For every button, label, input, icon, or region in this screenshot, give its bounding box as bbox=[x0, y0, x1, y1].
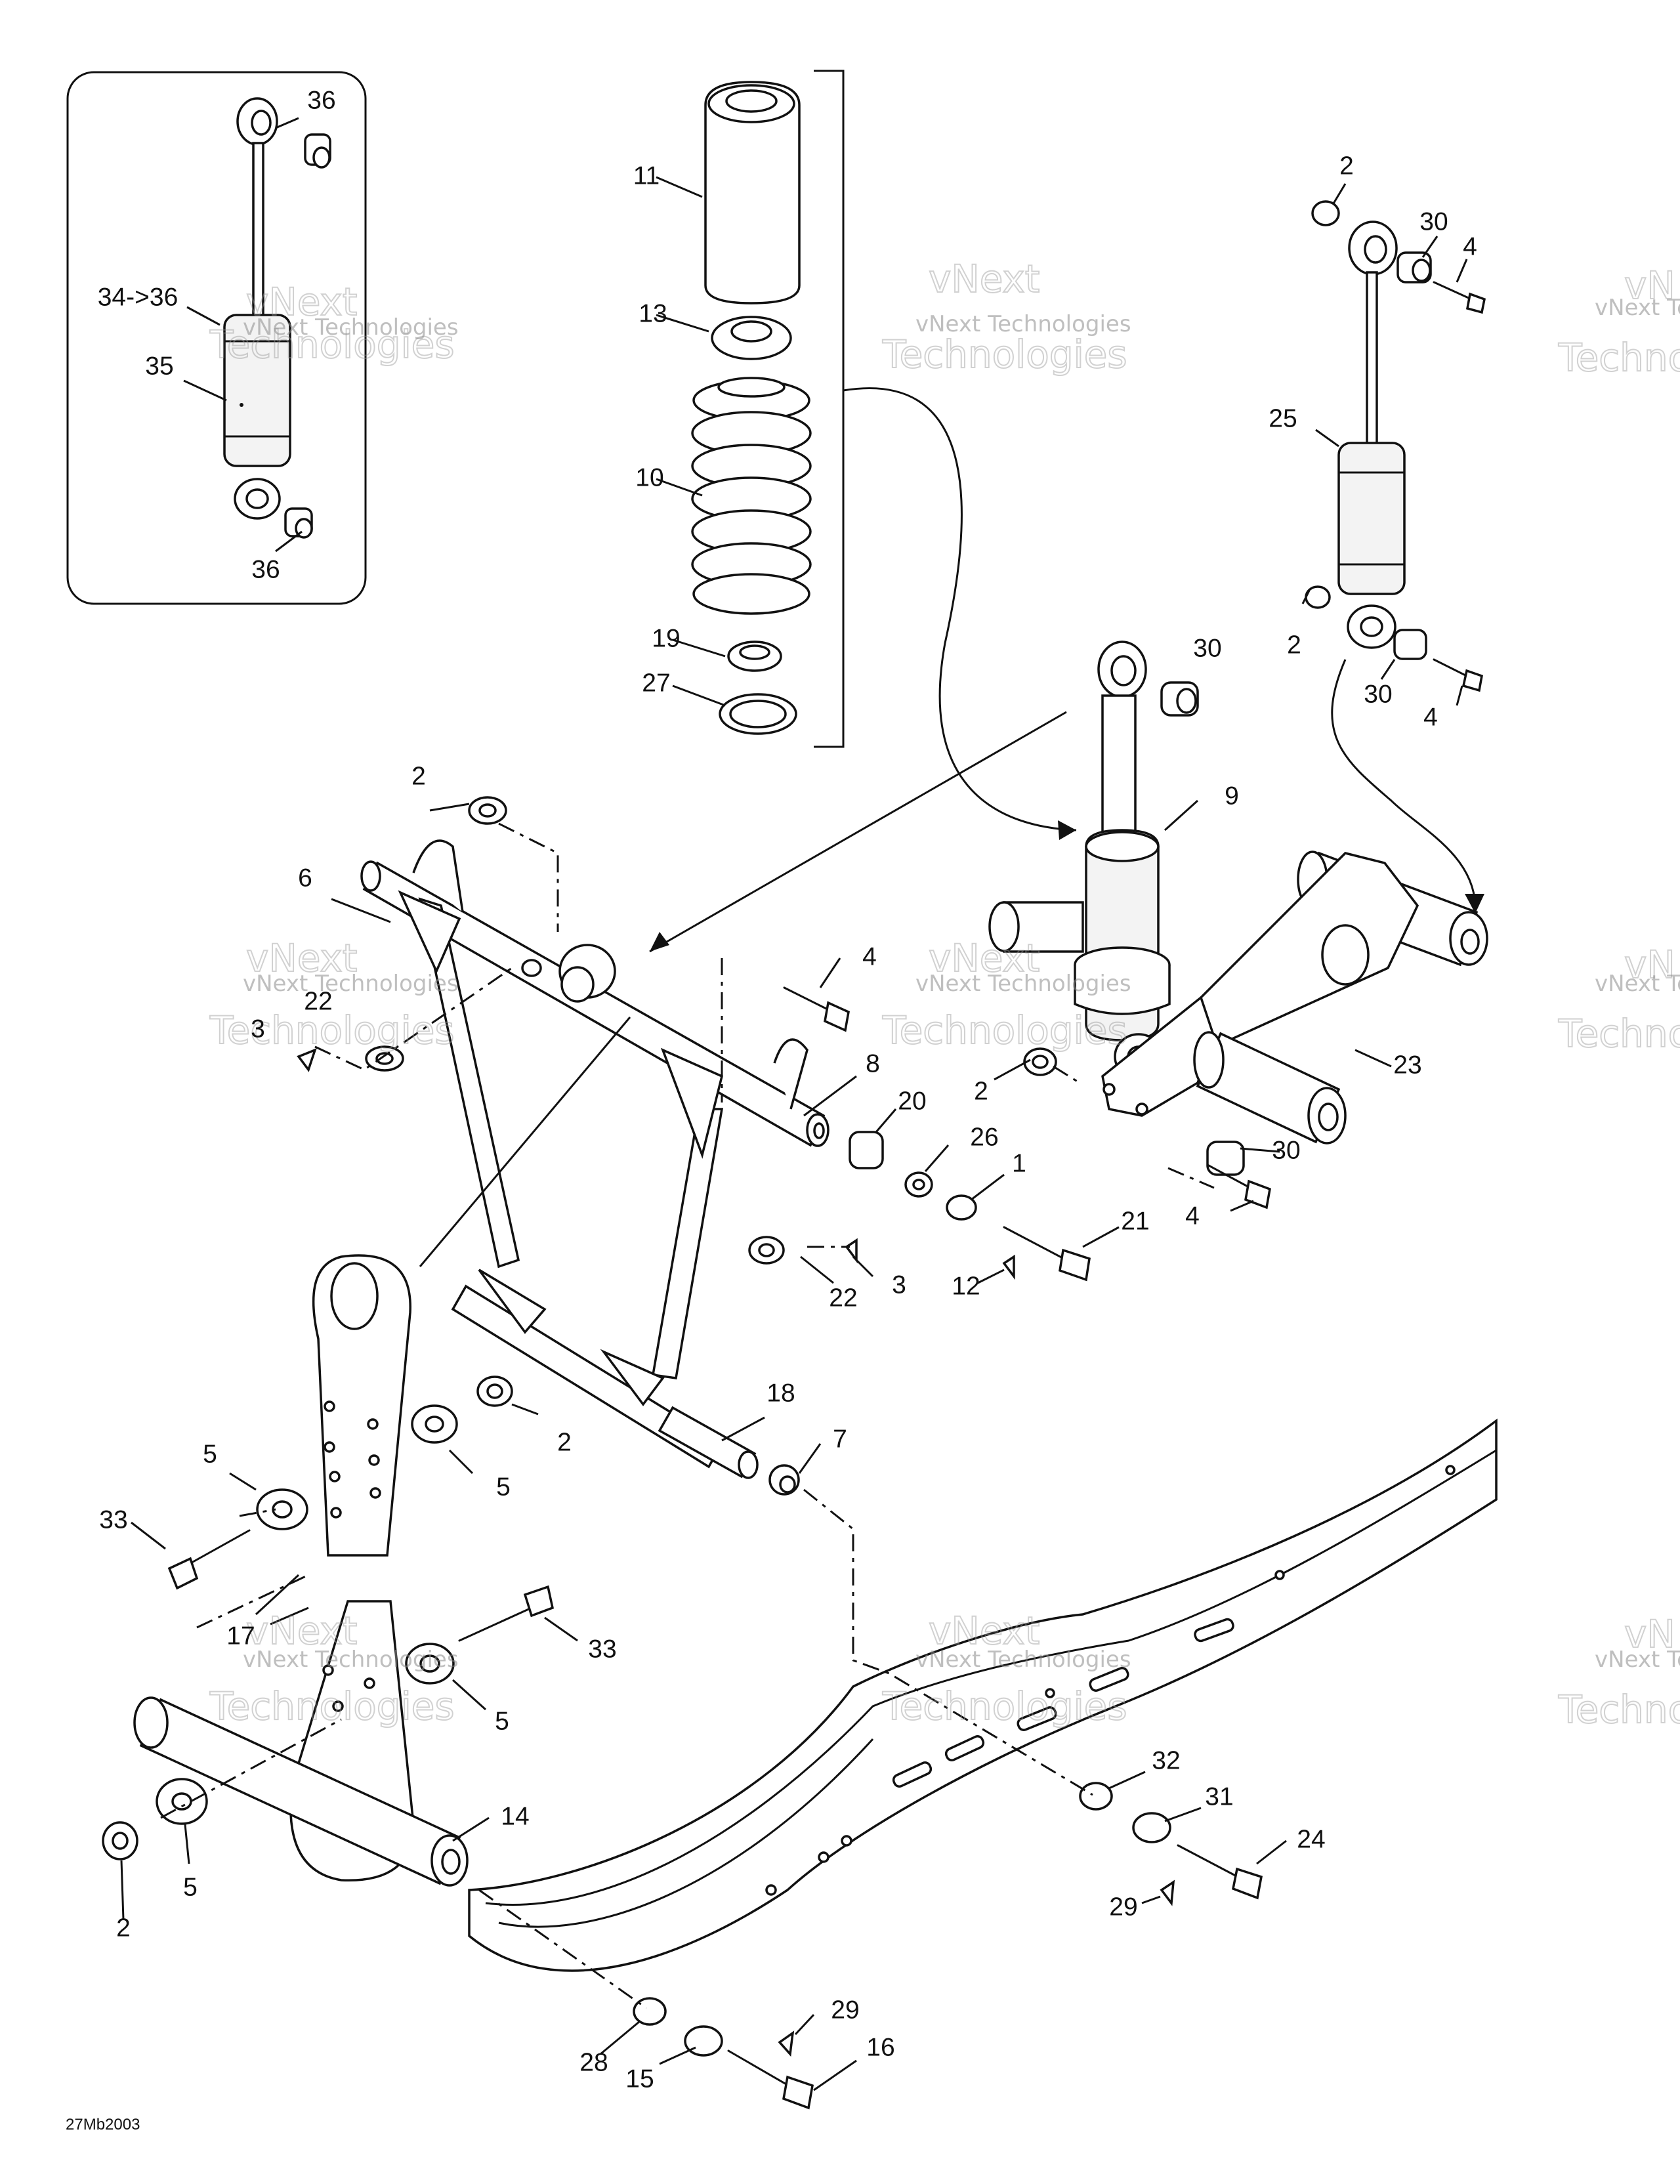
callout: 4 bbox=[862, 942, 877, 971]
diagram-code: 27Mb2003 bbox=[66, 2116, 140, 2133]
watermark-big: Techno bbox=[1558, 1687, 1680, 1732]
callout: 6 bbox=[298, 864, 312, 892]
watermark-text: vNext Technologies bbox=[243, 314, 459, 341]
callout: 3 bbox=[251, 1015, 265, 1043]
callout: 30 bbox=[1272, 1136, 1300, 1164]
callout: 21 bbox=[1121, 1207, 1149, 1235]
callout: 34->36 bbox=[98, 283, 178, 311]
callout: 13 bbox=[639, 299, 667, 327]
watermark-text: vNext Te bbox=[1595, 1647, 1680, 1673]
callout: 11 bbox=[633, 161, 660, 190]
callout: 16 bbox=[866, 2033, 894, 2061]
callout: 2 bbox=[1287, 631, 1301, 659]
spring-stack bbox=[691, 70, 1077, 840]
watermark-text: vNext Technologies bbox=[915, 311, 1131, 337]
callout: 1 bbox=[1012, 1149, 1026, 1177]
callout: 9 bbox=[1225, 782, 1239, 810]
callout-labels: 36 34->36 35 36 11 13 10 19 27 2 30 4 25… bbox=[98, 86, 1477, 2093]
cross-shaft-assembly bbox=[988, 850, 1488, 1209]
watermark-big: vNext bbox=[246, 280, 357, 324]
watermark-big: Techno bbox=[1558, 1011, 1680, 1056]
watermark-big: vNext bbox=[929, 1608, 1040, 1653]
watermark-text: vNext Technologies bbox=[915, 971, 1131, 997]
callout: 14 bbox=[501, 1802, 529, 1830]
callout: 31 bbox=[1205, 1782, 1233, 1811]
coil-spring bbox=[691, 377, 812, 615]
callout: 2 bbox=[557, 1428, 572, 1456]
callout: 5 bbox=[495, 1707, 509, 1735]
callout: 19 bbox=[652, 624, 680, 652]
callout: 7 bbox=[833, 1425, 847, 1453]
watermark-big: vN bbox=[1624, 1612, 1675, 1656]
callout: 29 bbox=[1109, 1893, 1137, 1921]
callout: 28 bbox=[579, 2048, 608, 2076]
callout: 36 bbox=[307, 86, 335, 114]
watermark-big: Technologies bbox=[882, 332, 1127, 377]
watermark-big: vN bbox=[1624, 263, 1675, 308]
a-arm bbox=[297, 796, 1091, 1496]
callout: 30 bbox=[1419, 207, 1448, 236]
callout: 15 bbox=[625, 2065, 654, 2093]
front-shock bbox=[1074, 640, 1199, 1080]
watermark-text: vNext Te bbox=[1595, 295, 1680, 321]
callout: 12 bbox=[952, 1272, 980, 1300]
watermark-big: vNext bbox=[929, 257, 1040, 301]
callout: 4 bbox=[1185, 1202, 1200, 1230]
alignment-lines bbox=[160, 711, 1215, 2009]
watermark-big: Technologies bbox=[209, 1684, 455, 1729]
watermark-big: Technologies bbox=[882, 1008, 1127, 1053]
callout: 2 bbox=[1339, 152, 1354, 180]
callout: 35 bbox=[145, 352, 173, 380]
callout: 24 bbox=[1297, 1825, 1325, 1853]
callout: 5 bbox=[203, 1440, 217, 1468]
callout: 17 bbox=[226, 1622, 255, 1650]
callout: 30 bbox=[1364, 680, 1392, 708]
callout: 36 bbox=[251, 555, 280, 583]
inset-box bbox=[66, 71, 367, 605]
leader-lines bbox=[120, 117, 1468, 2091]
callout: 33 bbox=[588, 1635, 616, 1663]
watermark-big: Technologies bbox=[209, 322, 455, 367]
callout: 23 bbox=[1393, 1051, 1421, 1079]
callout: 10 bbox=[635, 463, 663, 492]
callout: 26 bbox=[970, 1123, 998, 1151]
callout: 4 bbox=[1463, 232, 1477, 261]
limiter-straps bbox=[102, 1254, 555, 1887]
callout: 3 bbox=[892, 1270, 906, 1299]
watermark-big: vNext bbox=[929, 936, 1040, 980]
callout: 2 bbox=[116, 1914, 131, 1942]
callout: 32 bbox=[1152, 1746, 1180, 1774]
slide-rail bbox=[468, 1418, 1498, 2110]
callout: 4 bbox=[1423, 703, 1438, 731]
callout: 20 bbox=[898, 1087, 926, 1115]
callout: 5 bbox=[496, 1473, 511, 1501]
callout: 5 bbox=[183, 1873, 198, 1901]
watermark-big: vNext bbox=[246, 936, 357, 980]
watermark-big: vN bbox=[1624, 942, 1675, 987]
callout: 8 bbox=[866, 1049, 880, 1078]
callout: 18 bbox=[766, 1379, 795, 1407]
callout: 27 bbox=[642, 669, 670, 697]
callout: 2 bbox=[411, 762, 426, 790]
callout: 33 bbox=[99, 1505, 127, 1534]
callout: 2 bbox=[974, 1077, 988, 1105]
watermark-big: Technologies bbox=[209, 1008, 455, 1053]
watermark-text: vNext Technologies bbox=[243, 1647, 459, 1673]
watermark-text: vNext Technologies bbox=[915, 1647, 1131, 1673]
watermark-big: vNext bbox=[246, 1608, 357, 1653]
callout: 22 bbox=[304, 987, 332, 1015]
watermark-big: Technologies bbox=[882, 1684, 1127, 1729]
watermarks: vNext Technologies vNext Technologies vN… bbox=[209, 256, 1680, 1732]
callout: 29 bbox=[831, 1996, 859, 2024]
callout: 22 bbox=[829, 1284, 857, 1312]
callout: 30 bbox=[1193, 634, 1221, 662]
watermark-big: Techno bbox=[1558, 335, 1680, 380]
watermark-text: vNext Technologies bbox=[243, 971, 459, 997]
watermark-text: vNext Te bbox=[1595, 971, 1680, 997]
rear-shock bbox=[1305, 200, 1486, 914]
callout: 25 bbox=[1269, 404, 1297, 432]
